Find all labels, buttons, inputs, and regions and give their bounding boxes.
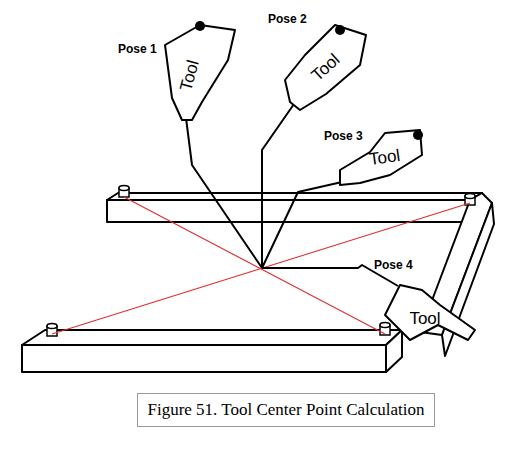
front-rail-end bbox=[386, 330, 402, 372]
pose-label: Pose 4 bbox=[374, 258, 413, 272]
tool-outline bbox=[160, 20, 240, 125]
tool-body bbox=[165, 25, 235, 120]
pose-label: Pose 2 bbox=[268, 12, 307, 26]
front-rail-top bbox=[22, 330, 402, 345]
tool-shape: Pose 4Tool bbox=[380, 270, 480, 350]
tool-body bbox=[285, 25, 366, 110]
figure-caption: Figure 51. Tool Center Point Calculation bbox=[137, 393, 434, 427]
tool-shape: Pose 3Tool bbox=[330, 125, 425, 190]
front-rail-front bbox=[22, 345, 386, 372]
tool-label: Tool bbox=[409, 310, 440, 327]
tool-marker bbox=[413, 130, 423, 140]
tool-shape: Pose 2Tool bbox=[270, 20, 370, 115]
tool-marker bbox=[335, 25, 345, 35]
tool-label: Tool bbox=[368, 146, 401, 167]
post bbox=[119, 186, 129, 198]
pose-label: Pose 1 bbox=[118, 42, 157, 56]
tool-body bbox=[385, 285, 475, 340]
pose-label: Pose 3 bbox=[324, 129, 363, 143]
tool-stem bbox=[186, 118, 262, 268]
tool-stem bbox=[262, 104, 294, 268]
diagonal-line bbox=[124, 197, 385, 334]
tool-marker bbox=[195, 21, 205, 31]
post bbox=[380, 323, 390, 336]
tool-stem bbox=[262, 182, 342, 268]
post bbox=[47, 324, 57, 337]
tool-shape: Pose 1Tool bbox=[160, 20, 240, 125]
